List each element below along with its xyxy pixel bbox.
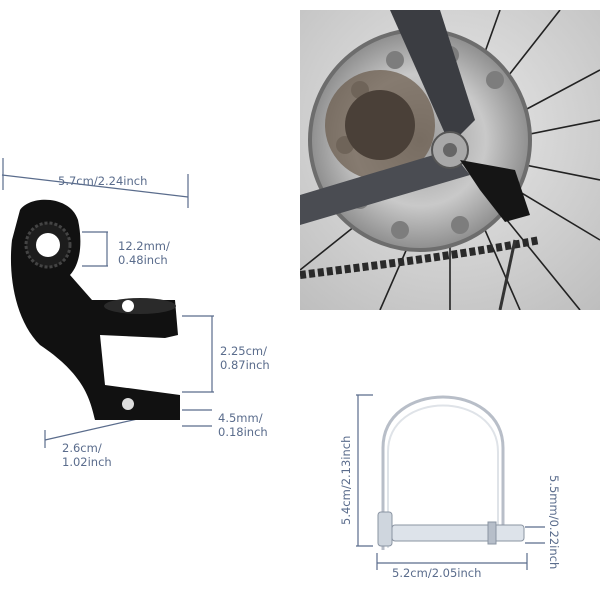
pin-diameter-label: 5.5mm/0.22inch bbox=[547, 475, 561, 570]
bracket-illustration bbox=[10, 199, 181, 420]
depth-label-2: 1.02inch bbox=[62, 455, 112, 469]
pin-height-label: 5.4cm/2.13inch bbox=[339, 435, 353, 525]
bike-hub-photo bbox=[300, 10, 600, 310]
height-label-2: 0.87inch bbox=[220, 358, 270, 372]
hole-diameter-label-1: 12.2mm/ bbox=[118, 239, 170, 253]
pin-width-label: 5.2cm/2.05inch bbox=[392, 566, 482, 580]
bracket-width-label: 5.7cm/2.24inch bbox=[58, 174, 148, 188]
pin-illustration bbox=[377, 395, 525, 550]
depth-label-1: 2.6cm/ bbox=[62, 441, 102, 455]
thickness-label-1: 4.5mm/ bbox=[218, 411, 263, 425]
thickness-label-2: 0.18inch bbox=[218, 425, 268, 439]
hole-diameter-label-2: 0.48inch bbox=[118, 253, 168, 267]
height-label-1: 2.25cm/ bbox=[220, 344, 268, 358]
